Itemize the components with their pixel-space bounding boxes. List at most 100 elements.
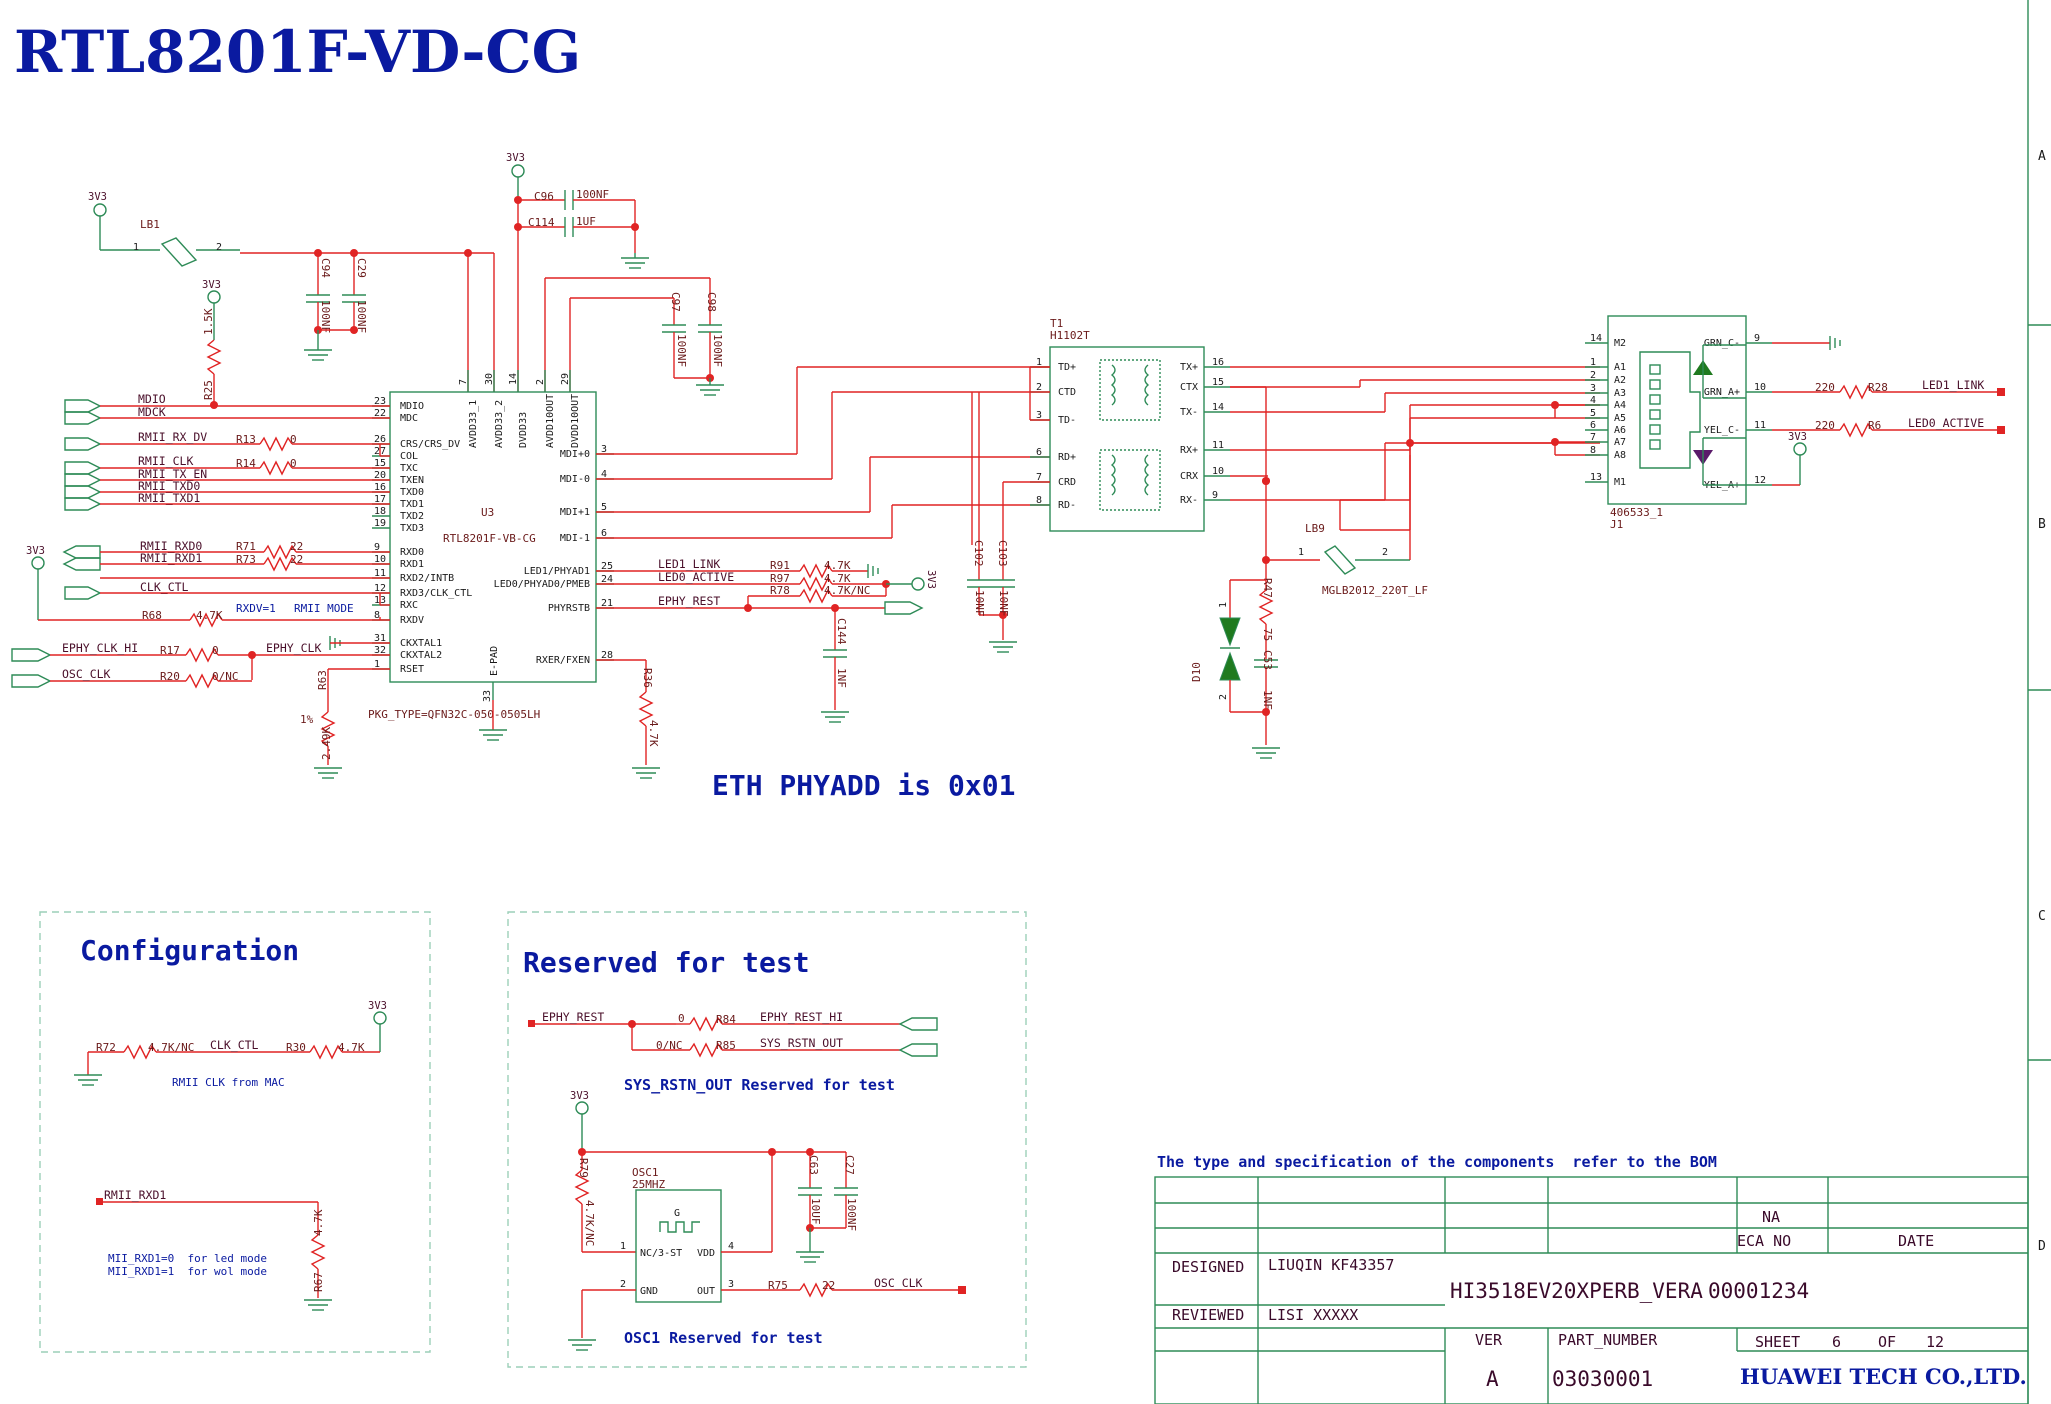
u3-pin-txc-name: TXC [400, 463, 418, 474]
osc1-num-4: 4 [728, 1241, 734, 1252]
osc1-num-1: 1 [620, 1241, 626, 1252]
r63-value: 2.49K [320, 727, 333, 760]
r79-ref: R79 [577, 1158, 590, 1178]
j1-pin-a4-num: 4 [1590, 395, 1596, 406]
t1-pin-tx-name: TX- [1180, 407, 1198, 418]
u3-pin-txd2-name: TXD2 [400, 511, 424, 522]
r28-value: 220 [1815, 381, 1835, 394]
c63-ref: C63 [807, 1155, 820, 1175]
t1-pin-crx-num: 10 [1212, 466, 1224, 477]
tb-project: HI3518EV20XPERB_VERA [1450, 1279, 1703, 1303]
u3-pin-rxer-fxen-num: 28 [601, 650, 613, 661]
net-ephy-clk-hi: EPHY_CLK_HI [62, 641, 138, 655]
t1-pin-ctd-name: CTD [1058, 387, 1076, 398]
u3-pin-mdio-num: 23 [374, 396, 386, 407]
u3-pin-col-name: COL [400, 451, 418, 462]
t1-pin-rx-name: RX+ [1180, 445, 1198, 456]
j1-pin-yel-c-name: YEL_C- [1704, 425, 1740, 436]
tb-designed-label: DESIGNED [1172, 1258, 1244, 1276]
r14-ref: R14 [236, 457, 256, 470]
u3-top-pins: 7AVDD33_130AVDD33_214DVDD332AVDD10OUT29D… [458, 370, 581, 448]
t1-ref: T1 [1050, 317, 1063, 330]
t1-pin-ctx-name: CTX [1180, 382, 1198, 393]
r72-value: 4.7K/NC [148, 1041, 194, 1054]
power-top-c96-c114: 3V3 C96 100NF C114 1UF [506, 152, 649, 392]
capacitor-c94: C94 100NF [306, 253, 332, 333]
reserved-net-sys-rstn-out: SYS_RSTN_OUT [760, 1036, 843, 1050]
lb9-ref: LB9 [1305, 522, 1325, 535]
reserved-note-sys-rstn: SYS_RSTN_OUT Reserved for test [624, 1076, 895, 1094]
t1-pin-rx-num: 11 [1212, 440, 1224, 451]
u3-pin-avdd33-2-num: 30 [484, 373, 495, 385]
j1-pin-a8-name: A8 [1614, 450, 1626, 461]
osc1-ref: OSC1 [632, 1166, 659, 1179]
r47-ref: R47 [1261, 578, 1274, 598]
j1-pin-a1-num: 1 [1590, 357, 1596, 368]
t1-pin-rx-num: 9 [1212, 490, 1218, 501]
r68-value: 4.7K [196, 609, 223, 622]
net-ephy-clk: EPHY_CLK [266, 641, 321, 655]
u3-pin-led1-phyad1-name: LED1/PHYAD1 [524, 566, 590, 577]
c102-value: 10NF [973, 590, 986, 617]
r63-ref: R63 [316, 670, 329, 690]
d10-ref: D10 [1190, 662, 1203, 682]
u3-pin-ckxtal2-num: 32 [374, 645, 386, 656]
tb-reviewed-label: REVIEWED [1172, 1306, 1244, 1324]
c114-ref: C114 [528, 216, 555, 229]
u3-pin-dvdd33-num: 14 [508, 373, 519, 385]
c63-value: 10UF [809, 1198, 822, 1225]
j1-pin-a3-name: A3 [1614, 388, 1626, 399]
u3-pin-rxc-name: RXC [400, 600, 418, 611]
reserved-net-osc-clk: OSC_CLK [874, 1276, 923, 1290]
note-rmii-mode: RMII MODE [294, 602, 354, 615]
capacitors-c97-c98: C97 100NF C98 100NF [544, 277, 724, 396]
u3-package: PKG_TYPE=QFN32C-050-0505LH [368, 708, 540, 721]
u3-pin-ckxtal2-name: CKXTAL2 [400, 650, 442, 661]
r36-value: 4.7K [647, 720, 660, 747]
power-label-led: 3V3 [925, 570, 937, 589]
tb-of-label: OF [1878, 1333, 1896, 1351]
border-row-a: A [2038, 149, 2046, 164]
lb1-pin1: 1 [133, 242, 139, 253]
u3-pin-rxd2-intb-name: RXD2/INTB [400, 573, 454, 584]
c53-value: 1NF [1261, 690, 1274, 710]
net-led0-active: LED0_ACTIVE [658, 570, 734, 584]
u3-pin-rxer-fxen-name: RXER/FXEN [536, 655, 590, 666]
t1-pin-td-name: TD- [1058, 415, 1076, 426]
configuration-section: Configuration 3V3 R72 4.7K/NC CLK_CTL R3… [39, 911, 431, 1353]
r25-ref: R25 [202, 380, 215, 400]
r28-ref: R28 [1868, 381, 1888, 394]
j1-pin-a8-num: 8 [1590, 445, 1596, 456]
r73-value: 22 [290, 553, 303, 566]
r13-value: 0 [290, 433, 297, 446]
u3-pin-rxd0-num: 9 [374, 542, 380, 553]
u3-pin-dvdd10out-num: 29 [560, 373, 571, 385]
net-j1-led0-active: LED0_ACTIVE [1908, 416, 1984, 430]
net-mdio: MDIO [138, 392, 166, 406]
c97-ref: C97 [669, 292, 682, 312]
u3-pin-rxd0-name: RXD0 [400, 547, 424, 558]
u3-pin-led0-phyad0-pmeb-name: LED0/PHYAD0/PMEB [494, 579, 590, 590]
r75-ref: R75 [768, 1279, 788, 1292]
u3-pin-txd0-num: 16 [374, 482, 386, 493]
j1-pin-m1-name: M1 [1614, 477, 1626, 488]
c97-value: 100NF [675, 334, 688, 367]
u3-pin-txc-num: 15 [374, 458, 386, 469]
config-note-rmii-clk: RMII CLK from MAC [172, 1076, 285, 1089]
u3-pin-mdi-0-name: MDI-0 [560, 474, 590, 485]
u3-pin-mdio-name: MDIO [400, 401, 424, 412]
sheet-border: A B C D [2027, 0, 2051, 1404]
u3-pin-rxd1-name: RXD1 [400, 559, 424, 570]
j1-pin-a2-num: 2 [1590, 370, 1596, 381]
bom-note: The type and specification of the compon… [1157, 1153, 1717, 1171]
c144-value: 1NF [835, 668, 848, 688]
u3-pin-epad-name: E-PAD [489, 646, 500, 676]
net-rmii-txd0: RMII_TXD0 [138, 479, 200, 493]
u3-pin-led0-phyad0-pmeb-num: 24 [601, 574, 613, 585]
r47-value: 75 [1261, 628, 1274, 641]
u3-pin-mdi-0-num: 4 [601, 469, 607, 480]
j1-pin-grn-a-name: GRN_A+ [1704, 387, 1740, 398]
u3-pin-txd0-name: TXD0 [400, 487, 424, 498]
